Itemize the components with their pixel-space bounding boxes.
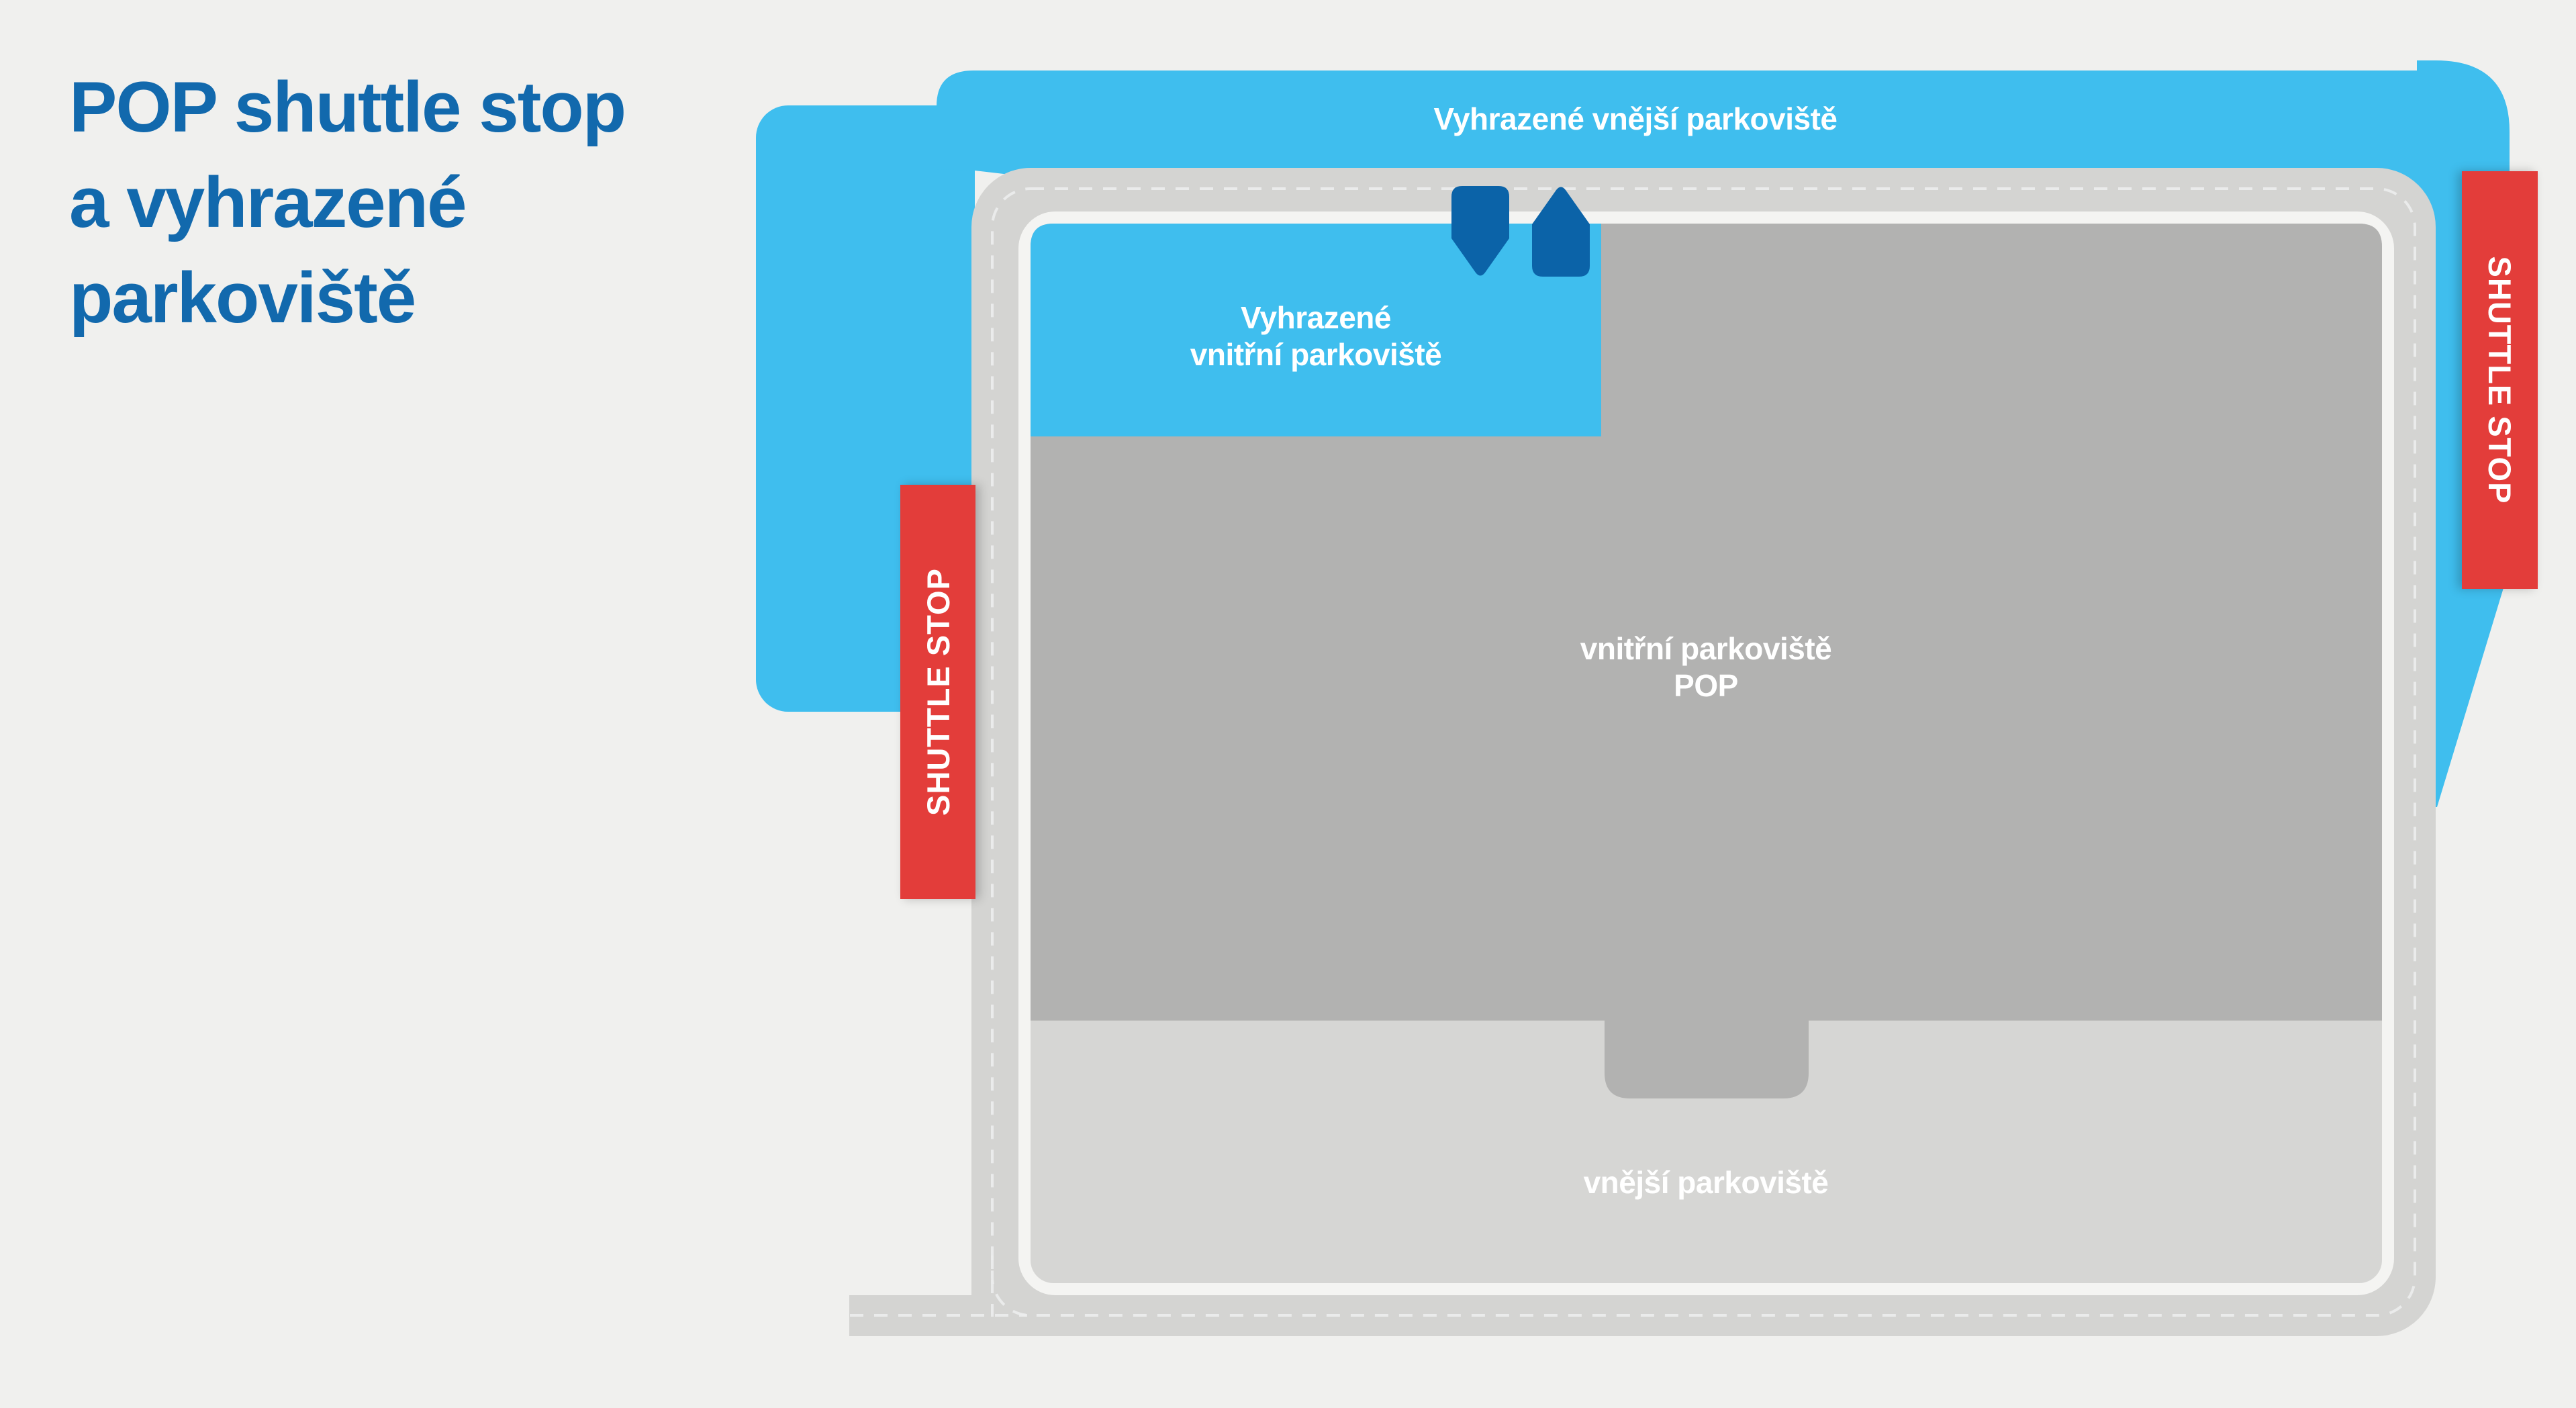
arrow-up-icon [1532, 187, 1590, 277]
lane-dashes-ring [991, 187, 2416, 1317]
reserved-inner-parking-area [1031, 224, 1601, 436]
building-notch [1605, 1021, 1809, 1098]
shuttle-stop-badge-right: SHUTTLE STOP [2462, 171, 2538, 589]
inner-parking-label: vnitřní parkoviště POP [1580, 631, 1832, 703]
page-title-line: POP shuttle stop [69, 66, 626, 147]
page-title-line: a vyhrazené [69, 162, 467, 242]
outer-parking-label: vnější parkoviště [1583, 1165, 1829, 1200]
page-title-line: parkoviště [69, 257, 416, 338]
arrow-down-icon [1451, 186, 1509, 276]
shuttle-stop-badge-left: SHUTTLE STOP [900, 485, 975, 899]
inner-reserved-zone-label: Vyhrazené vnitřní parkoviště [1190, 300, 1442, 372]
outer-reserved-zone-label: Vyhrazené vnější parkoviště [1433, 101, 1838, 136]
page-title: POP shuttle stop a vyhrazené parkoviště [69, 59, 841, 345]
